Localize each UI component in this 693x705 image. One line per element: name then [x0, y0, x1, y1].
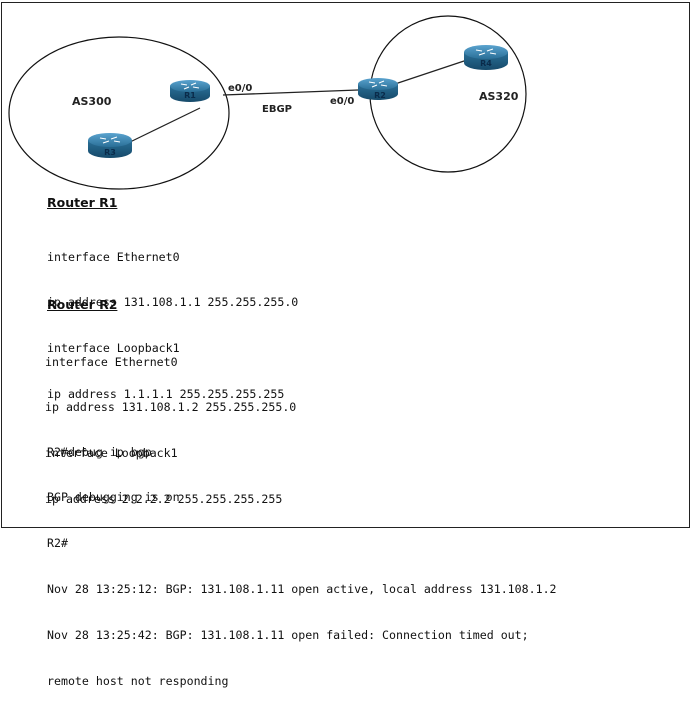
r1-config-line: ip address 1.1.1.1 255.255.255.255 [47, 387, 285, 402]
debug-line: R2#debug ip bgp [47, 444, 152, 459]
debug-line: Nov 28 13:25:12: BGP: 131.108.1.11 open … [47, 582, 557, 597]
debug-line: BGP debugging is on [47, 490, 180, 505]
router-r2-config: interface Ethernet0 ip address 131.108.1… [45, 324, 296, 523]
link-r2-r4 [394, 58, 471, 85]
as300-label: AS300 [72, 95, 112, 108]
router-r2-icon: R2 [358, 78, 398, 100]
debug-line: remote host not responding [47, 674, 229, 689]
r1-config-line: interface Loopback1 [47, 341, 180, 356]
r2-config-line: ip address 2.2.2.2 255.255.255.255 [45, 492, 283, 507]
router-r1-heading: Router R1 [47, 195, 118, 210]
router-r1-label: R1 [184, 91, 196, 100]
r2-interface-label: e0/0 [330, 96, 354, 107]
router-r3-label: R3 [104, 148, 116, 157]
ebgp-link-label: EBGP [262, 104, 292, 115]
r1-interface-label: e0/0 [228, 83, 252, 94]
router-r4-icon: R4 [464, 45, 508, 70]
r2-config-line: ip address 131.108.1.2 255.255.255.0 [45, 400, 297, 415]
as300-boundary [8, 36, 230, 190]
router-r1-icon: R1 [170, 80, 210, 102]
router-r2-heading: Router R2 [47, 297, 118, 312]
link-ebgp-r1-r2 [222, 89, 359, 96]
r2-config-line: interface Loopback1 [45, 446, 178, 461]
router-r2-label: R2 [374, 91, 386, 100]
r1-config-line: interface Ethernet0 [47, 249, 180, 264]
r1-config-line: ip address 131.108.1.1 255.255.255.0 [47, 295, 299, 310]
network-topology: R1 R2 R3 R4 AS300 AS320 e0/0 e0/0 EBGP [8, 15, 527, 190]
router-r1-config: interface Ethernet0 ip address 131.108.1… [47, 219, 298, 418]
router-r3-icon: R3 [88, 133, 132, 158]
as320-label: AS320 [479, 90, 519, 103]
r2-config-line: interface Ethernet0 [45, 354, 178, 369]
figure-frame [1, 2, 690, 528]
router-r4-label: R4 [480, 59, 492, 68]
debug-line: R2# [47, 536, 68, 551]
debug-output: R2#debug ip bgp BGP debugging is on R2# … [47, 414, 557, 705]
link-r1-r3 [127, 107, 201, 144]
debug-line: Nov 28 13:25:42: BGP: 131.108.1.11 open … [47, 628, 529, 643]
